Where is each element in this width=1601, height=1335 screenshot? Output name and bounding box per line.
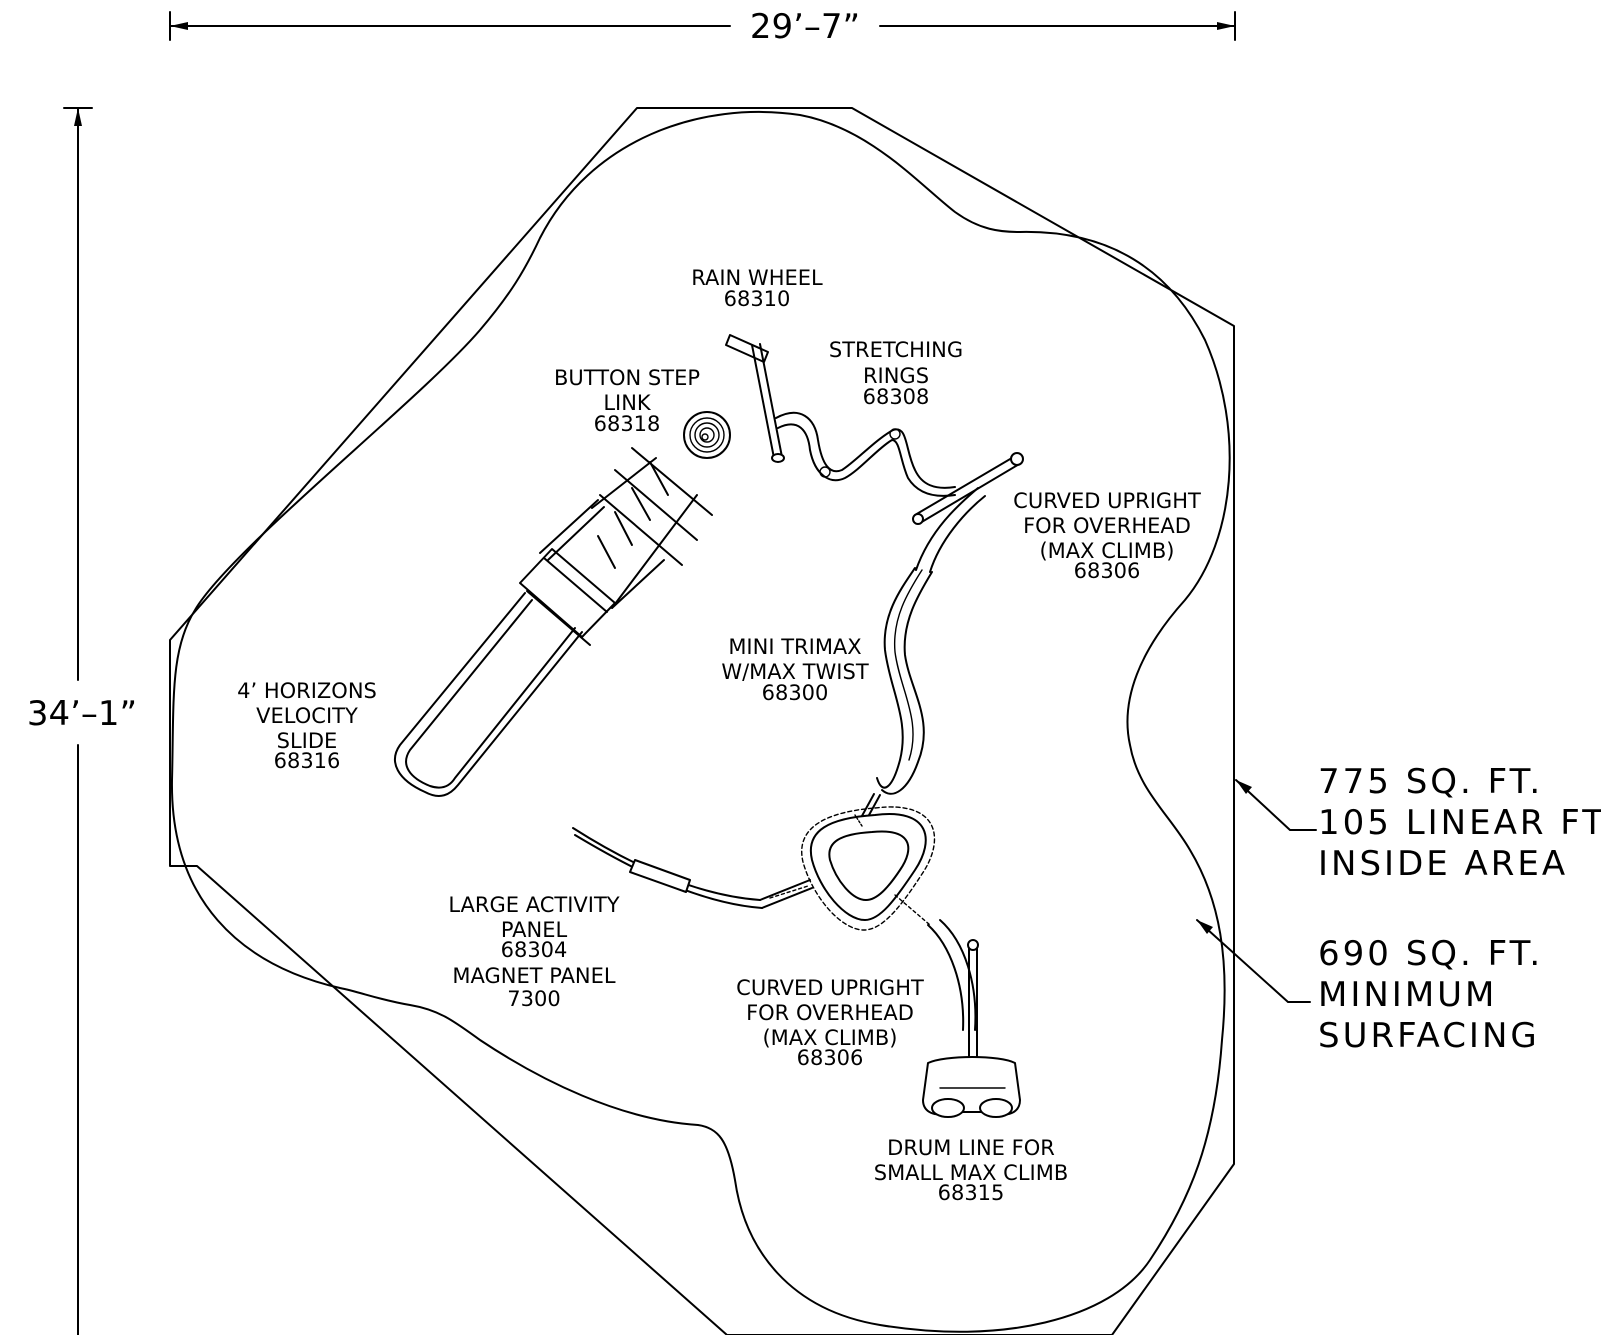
svg-text:DRUM LINE FOR: DRUM LINE FOR	[887, 1136, 1055, 1160]
surfacing-callout: 690 SQ. FT. MINIMUM SURFACING	[1318, 934, 1543, 1056]
svg-text:FOR OVERHEAD: FOR OVERHEAD	[1023, 514, 1191, 538]
svg-text:775 SQ. FT.: 775 SQ. FT.	[1318, 762, 1543, 802]
label-drum-line: DRUM LINE FOR SMALL MAX CLIMB 68315	[874, 1136, 1069, 1205]
width-label: 29’–7”	[750, 7, 860, 47]
svg-text:68300: 68300	[762, 681, 829, 705]
svg-text:(MAX CLIMB): (MAX CLIMB)	[1039, 539, 1174, 563]
drum-line-drawing	[922, 1056, 1021, 1118]
surfacing-leader	[1196, 919, 1311, 1003]
height-label: 34’–1”	[27, 694, 137, 734]
inside-area-callout: 775 SQ. FT. 105 LINEAR FT. INSIDE AREA	[1318, 762, 1601, 884]
label-curved-upright-2: CURVED UPRIGHT FOR OVERHEAD (MAX CLIMB) …	[736, 976, 924, 1070]
trimax-hub-drawing	[801, 806, 936, 931]
svg-text:68306: 68306	[797, 1046, 864, 1070]
svg-text:RINGS: RINGS	[863, 364, 929, 388]
label-mini-trimax: MINI TRIMAX W/MAX TWIST 68300	[721, 635, 869, 705]
svg-text:BUTTON STEP: BUTTON STEP	[554, 366, 700, 390]
label-stretching-rings: STRETCHING RINGS 68308	[829, 338, 963, 409]
activity-panel-drawing	[572, 827, 813, 909]
svg-text:LARGE ACTIVITY: LARGE ACTIVITY	[448, 893, 619, 917]
svg-text:68316: 68316	[274, 749, 341, 773]
label-slide: 4’ HORIZONS VELOCITY SLIDE 68316	[237, 679, 377, 773]
label-curved-upright-1: CURVED UPRIGHT FOR OVERHEAD (MAX CLIMB) …	[1013, 489, 1201, 583]
label-rain-wheel: RAIN WHEEL 68310	[691, 266, 823, 311]
svg-text:MINIMUM: MINIMUM	[1318, 975, 1497, 1015]
svg-text:SURFACING: SURFACING	[1318, 1016, 1540, 1056]
svg-text:68308: 68308	[863, 385, 930, 409]
mini-trimax-drawing	[856, 567, 933, 827]
svg-text:W/MAX TWIST: W/MAX TWIST	[721, 660, 869, 684]
label-button-step: BUTTON STEP LINK 68318	[554, 366, 700, 436]
svg-text:VELOCITY: VELOCITY	[256, 704, 358, 728]
svg-text:CURVED UPRIGHT: CURVED UPRIGHT	[1013, 489, 1201, 513]
svg-text:PANEL: PANEL	[501, 918, 568, 942]
label-activity-panel: LARGE ACTIVITY PANEL 68304 MAGNET PANEL …	[448, 893, 619, 1011]
svg-text:RAIN WHEEL: RAIN WHEEL	[691, 266, 823, 290]
svg-text:MINI TRIMAX: MINI TRIMAX	[728, 635, 861, 659]
svg-text:68310: 68310	[724, 287, 791, 311]
svg-text:4’ HORIZONS: 4’ HORIZONS	[237, 679, 377, 703]
svg-text:INSIDE AREA: INSIDE AREA	[1318, 844, 1568, 884]
svg-text:68318: 68318	[594, 412, 661, 436]
stretching-rings-drawing	[775, 411, 956, 497]
svg-text:CURVED UPRIGHT: CURVED UPRIGHT	[736, 976, 924, 1000]
svg-text:68306: 68306	[1074, 559, 1141, 583]
svg-text:690 SQ. FT.: 690 SQ. FT.	[1318, 934, 1543, 974]
svg-text:SLIDE: SLIDE	[277, 729, 338, 753]
connecting-chains	[854, 814, 863, 827]
rain-wheel-drawing	[725, 334, 785, 463]
curved-upright-1-drawing	[912, 452, 1024, 573]
svg-text:105 LINEAR FT.: 105 LINEAR FT.	[1318, 803, 1601, 843]
svg-text:(MAX CLIMB): (MAX CLIMB)	[762, 1026, 897, 1050]
slide-drawing	[394, 447, 713, 797]
svg-text:LINK: LINK	[603, 391, 652, 415]
svg-text:68304: 68304	[501, 938, 568, 962]
inside-area-leader	[1235, 779, 1317, 831]
svg-text:STRETCHING: STRETCHING	[829, 338, 963, 362]
minimum-surfacing-boundary	[170, 111, 1231, 1333]
button-step-drawing	[683, 411, 731, 459]
width-dimension: 29’–7”	[169, 7, 1236, 47]
svg-text:FOR OVERHEAD: FOR OVERHEAD	[746, 1001, 914, 1025]
svg-text:SMALL MAX CLIMB: SMALL MAX CLIMB	[874, 1161, 1069, 1185]
svg-text:68315: 68315	[938, 1181, 1005, 1205]
height-dimension: 34’–1”	[27, 107, 137, 1335]
svg-text:MAGNET PANEL: MAGNET PANEL	[452, 964, 616, 988]
inside-area-boundary	[169, 107, 1235, 1335]
svg-text:7300: 7300	[507, 987, 560, 1011]
